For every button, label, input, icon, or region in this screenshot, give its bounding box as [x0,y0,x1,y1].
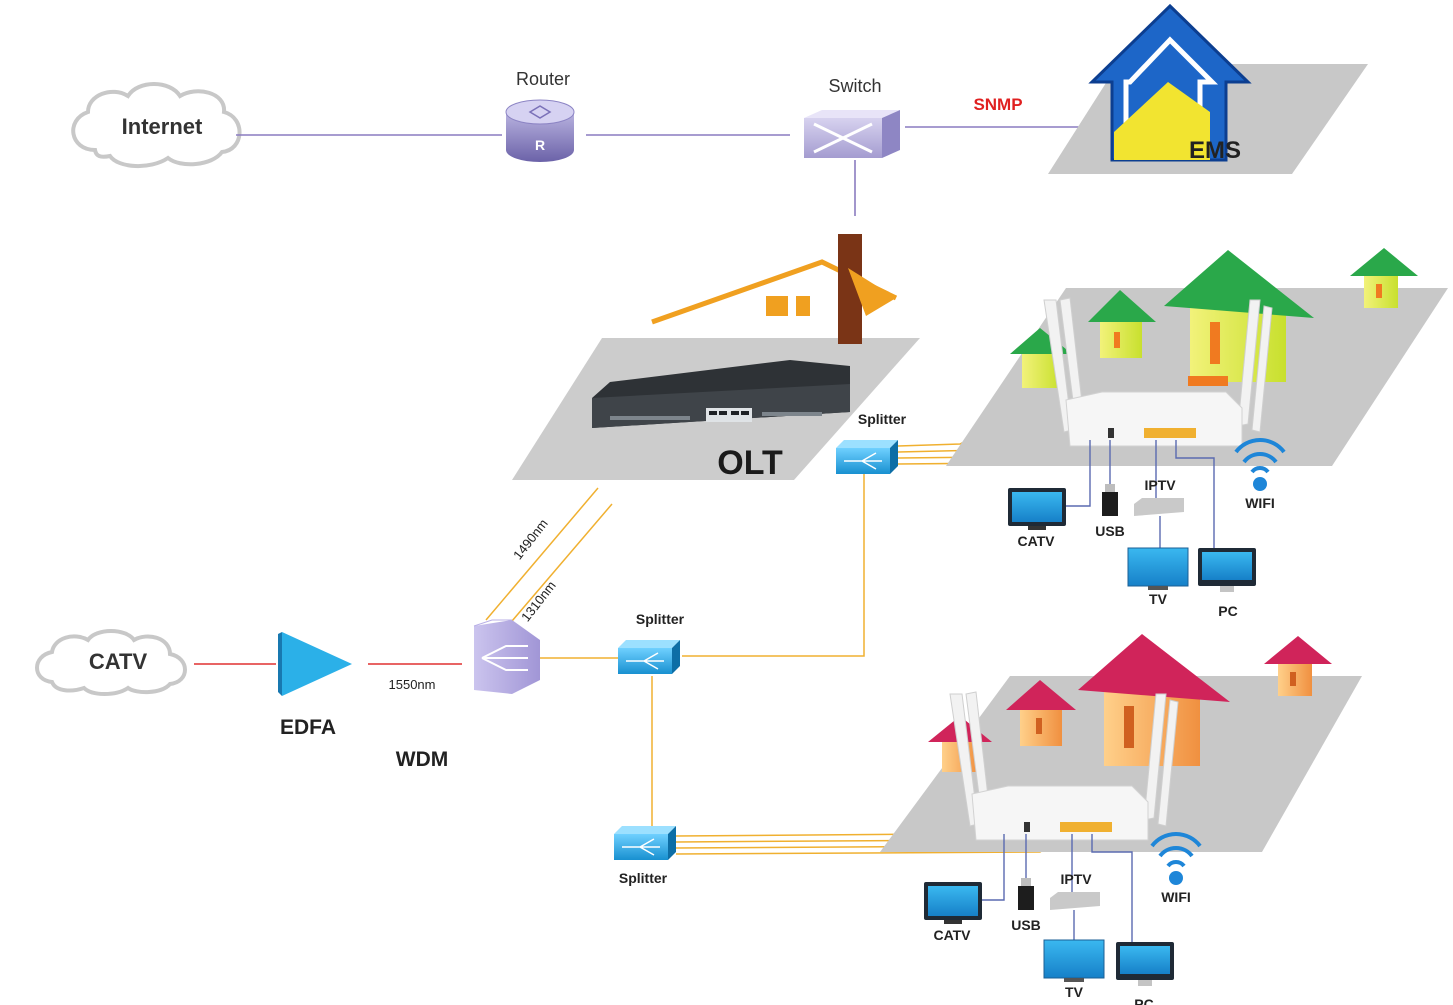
pc-label-lower: PC [1134,996,1153,1005]
wifi-label-lower: WIFI [1161,889,1191,905]
wdm-coupler-icon [473,619,540,694]
splitter-middle-label: Splitter [636,611,685,627]
residential-area-lower [880,634,1362,852]
pc-monitor-lower [1116,942,1174,986]
catv-label-lower: CATV [933,927,971,943]
switch-icon [804,110,900,158]
snmp-label: SNMP [973,95,1022,114]
olt-chassis-icon [592,360,850,428]
edfa-label: EDFA [280,716,336,739]
label-1490nm: 1490nm [510,516,551,562]
iptv-label-upper: IPTV [1144,477,1176,493]
catv-monitor-upper [1008,488,1066,530]
onu-router-icon [949,691,1179,841]
tv-label-upper: TV [1149,591,1168,607]
pc-label-upper: PC [1218,603,1237,619]
wifi-label-upper: WIFI [1245,495,1275,511]
usb-label-upper: USB [1095,523,1125,539]
usb-label-lower: USB [1011,917,1041,933]
olt-label: OLT [717,444,783,482]
onu-router-icon [1043,297,1273,447]
residential-area-upper [946,248,1448,466]
splitter-middle-icon [618,640,680,674]
splitter-upper-label: Splitter [858,411,907,427]
house-icon [1264,636,1332,696]
house-icon [1088,290,1156,358]
splitter-lower-icon [614,826,676,860]
wifi-icon-upper [1234,438,1286,491]
router-icon: R [505,99,575,162]
wdm-label: WDM [396,748,448,771]
iptv-stb-icon-upper [1134,498,1184,516]
internet-label: Internet [122,114,203,139]
router-label: Router [516,69,570,89]
catv-cloud-label: CATV [89,649,148,674]
house-icon [1006,680,1076,746]
ems-label: EMS [1189,137,1241,164]
iptv-stb-icon-lower [1050,892,1100,910]
pc-monitor-upper [1198,548,1256,592]
router-glyph: R [535,137,545,153]
wifi-icon-lower [1150,832,1202,885]
tv-monitor-lower [1043,939,1105,982]
usb-stick-icon-upper [1102,484,1118,516]
label-1310nm: 1310nm [518,578,559,624]
internet-cloud: Internet [71,82,242,169]
catv-monitor-lower [924,882,982,924]
onu-lower-drops [982,834,1133,942]
splitter-upper-icon [836,440,898,474]
house-icon [1350,248,1418,308]
catv-label-upper: CATV [1017,533,1055,549]
tv-label-lower: TV [1065,984,1084,1000]
usb-stick-icon-lower [1018,878,1034,910]
edfa-amplifier-icon [278,632,352,696]
label-1550nm: 1550nm [389,677,436,692]
splitter-lower-label: Splitter [619,870,668,886]
catv-cloud: CATV [35,629,187,696]
tv-monitor-upper [1127,547,1189,590]
iptv-label-lower: IPTV [1060,871,1092,887]
switch-label: Switch [828,76,881,96]
ems-building-icon [1048,3,1368,174]
